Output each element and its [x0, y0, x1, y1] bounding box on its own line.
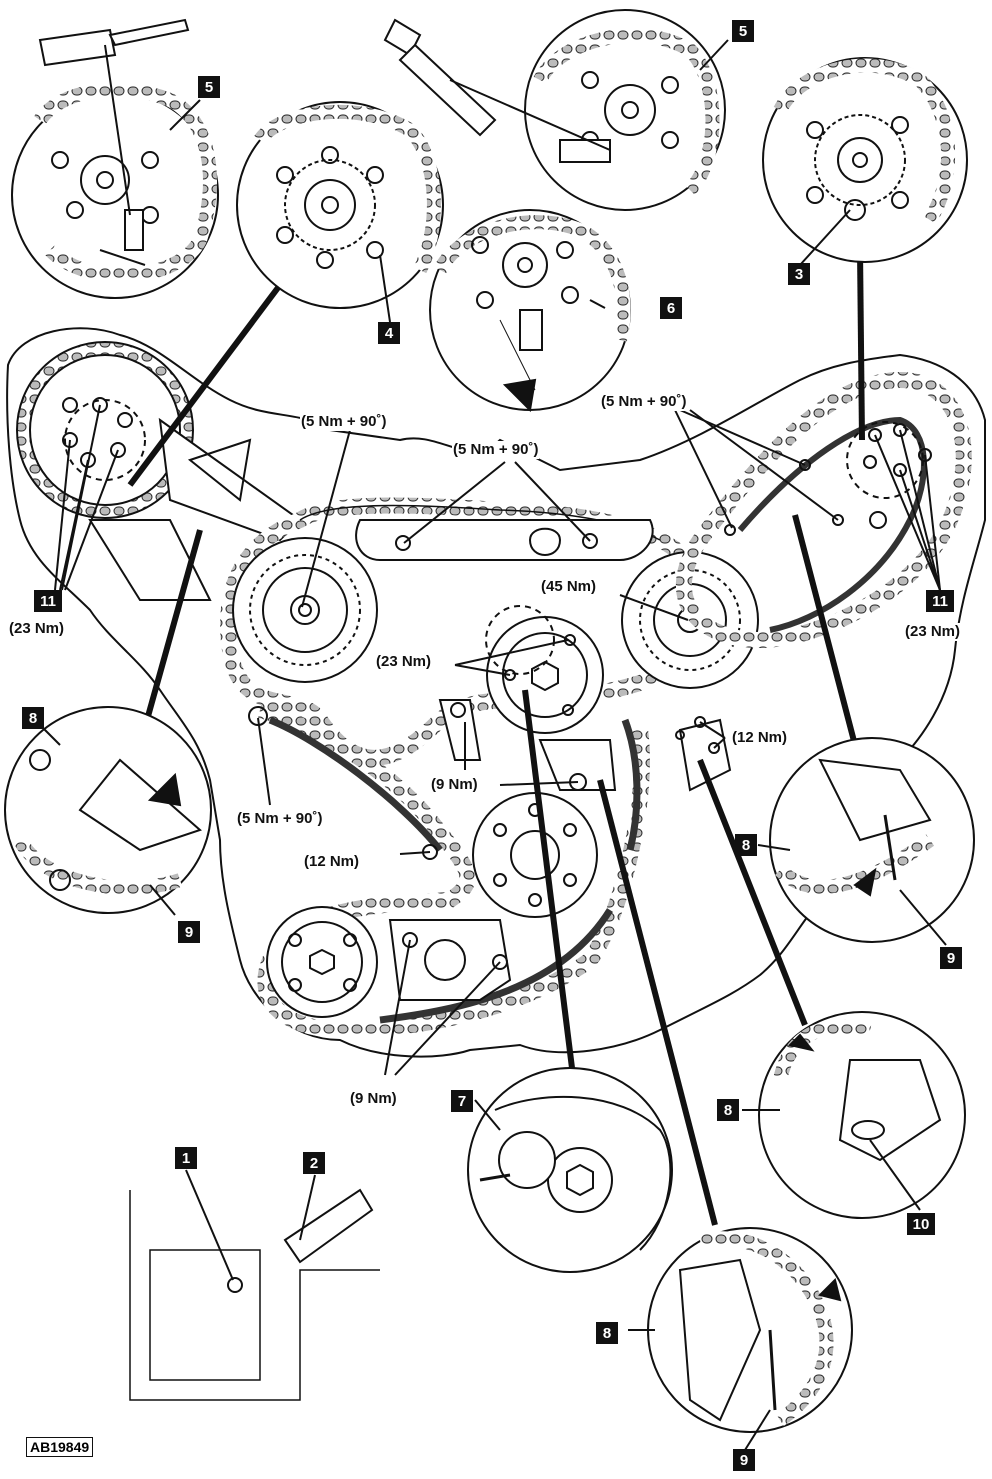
callout-11-right: 11 — [926, 590, 954, 612]
torque-idler-bolts: (23 Nm) — [375, 653, 433, 671]
callout-8-right-lower: 8 — [717, 1099, 739, 1121]
torque-left-guide-lower: (12 Nm) — [303, 853, 361, 871]
crankcase-inset — [129, 1190, 380, 1401]
callout-1: 1 — [175, 1147, 197, 1169]
callout-3: 3 — [788, 263, 810, 285]
locking-tool-left — [38, 28, 117, 67]
callout-10: 10 — [907, 1213, 935, 1235]
torque-oil-pump-bolts: (9 Nm) — [349, 1090, 398, 1108]
torque-right-cover-bolts: (23 Nm) — [904, 623, 962, 641]
torque-right-cam-bolt: (45 Nm) — [540, 578, 598, 596]
callout-11-left: 11 — [34, 590, 62, 612]
figure-reference: AB19849 — [26, 1437, 94, 1457]
callout-9-bottom: 9 — [733, 1449, 755, 1471]
callout-9-left: 9 — [178, 921, 200, 943]
oil-pump-sprocket — [266, 906, 378, 1018]
callout-2: 2 — [303, 1152, 325, 1174]
torque-tensioner-bolts: (12 Nm) — [731, 729, 789, 747]
torque-upper-guide-bolts: (5 Nm + 90˚) — [452, 441, 540, 459]
detail-bubble-3 — [762, 57, 968, 263]
left-cam-sprocket — [232, 537, 378, 683]
callout-6: 6 — [660, 297, 682, 319]
centre-tensioner — [538, 739, 617, 791]
callout-9-right: 9 — [940, 947, 962, 969]
callout-4: 4 — [378, 322, 400, 344]
torque-left-cam-bolt: (5 Nm + 90˚) — [300, 413, 388, 431]
callout-8-bottom: 8 — [596, 1322, 618, 1344]
torque-right-cam-guide: (5 Nm + 90˚) — [600, 393, 688, 411]
torque-centre-tensioner: (9 Nm) — [430, 776, 479, 794]
right-chain-loop — [675, 371, 972, 649]
callout-5-left: 5 — [198, 76, 220, 98]
callout-8-left: 8 — [22, 707, 44, 729]
oil-pump-tensioner — [388, 919, 512, 1001]
torque-left-cover-bolts: (23 Nm) — [8, 620, 66, 638]
upper-chain-guide — [355, 519, 654, 561]
torque-left-guide-bolt: (5 Nm + 90˚) — [236, 810, 324, 828]
callout-5-right: 5 — [732, 20, 754, 42]
left-tensioner-guide — [158, 417, 302, 542]
detail-bubble-4 — [236, 101, 444, 309]
callout-8-right-upper: 8 — [735, 834, 757, 856]
crankshaft-sprocket — [472, 792, 598, 918]
timing-chain-lower — [257, 702, 650, 1039]
callout-7: 7 — [451, 1090, 473, 1112]
